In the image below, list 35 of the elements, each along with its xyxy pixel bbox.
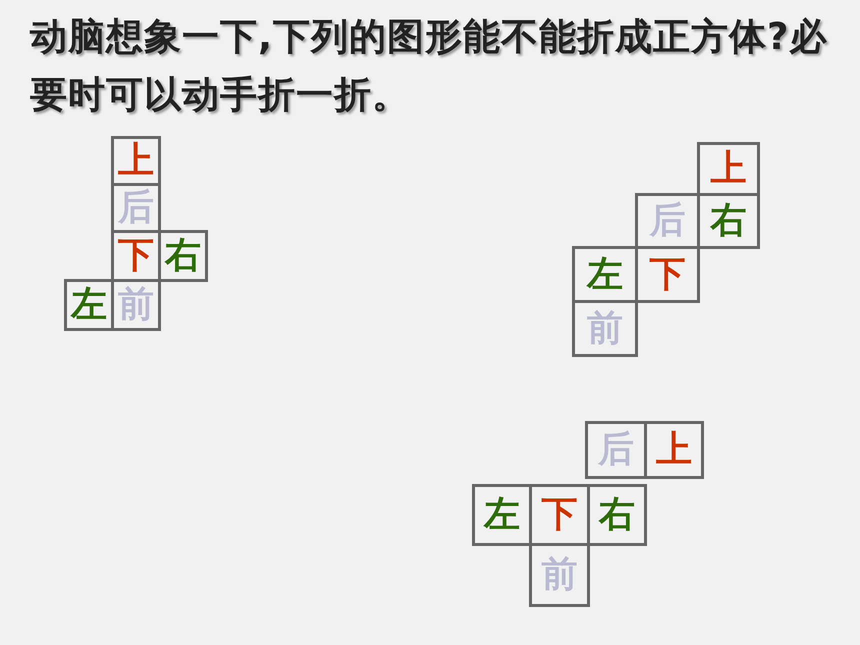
face-label: 左 (587, 256, 623, 292)
net-square (585, 421, 647, 479)
net-square (697, 142, 760, 196)
face-label: 下 (118, 238, 154, 274)
face-label: 上 (656, 432, 692, 468)
net-square (572, 246, 638, 303)
net-square (587, 484, 647, 546)
face-label: 前 (542, 557, 578, 593)
face-label: 右 (599, 497, 635, 533)
net-square (635, 193, 700, 249)
face-label: 下 (542, 497, 578, 533)
net-square (529, 543, 590, 607)
face-label: 后 (598, 432, 634, 468)
face-label: 右 (710, 203, 746, 239)
net-square (111, 136, 161, 186)
net-square (111, 183, 161, 233)
face-label: 左 (71, 287, 107, 323)
face-label: 右 (165, 238, 201, 274)
face-label: 前 (118, 287, 154, 323)
face-label: 后 (118, 190, 154, 226)
net-square (111, 279, 161, 331)
face-label: 下 (650, 256, 686, 292)
net-square (697, 193, 760, 249)
net-square (644, 421, 704, 479)
face-label: 前 (587, 310, 623, 346)
net-square (635, 246, 700, 303)
net-square (158, 230, 208, 282)
title-text: 动脑想象一下,下列的图形能不能折成正方体?必要时可以动手折一折。 (30, 14, 829, 118)
face-label: 左 (484, 497, 520, 533)
face-label: 上 (118, 143, 154, 179)
net-square (64, 279, 114, 331)
face-label: 上 (710, 151, 746, 187)
face-label: 后 (650, 203, 686, 239)
net-square (472, 484, 532, 546)
net-square (572, 300, 638, 357)
